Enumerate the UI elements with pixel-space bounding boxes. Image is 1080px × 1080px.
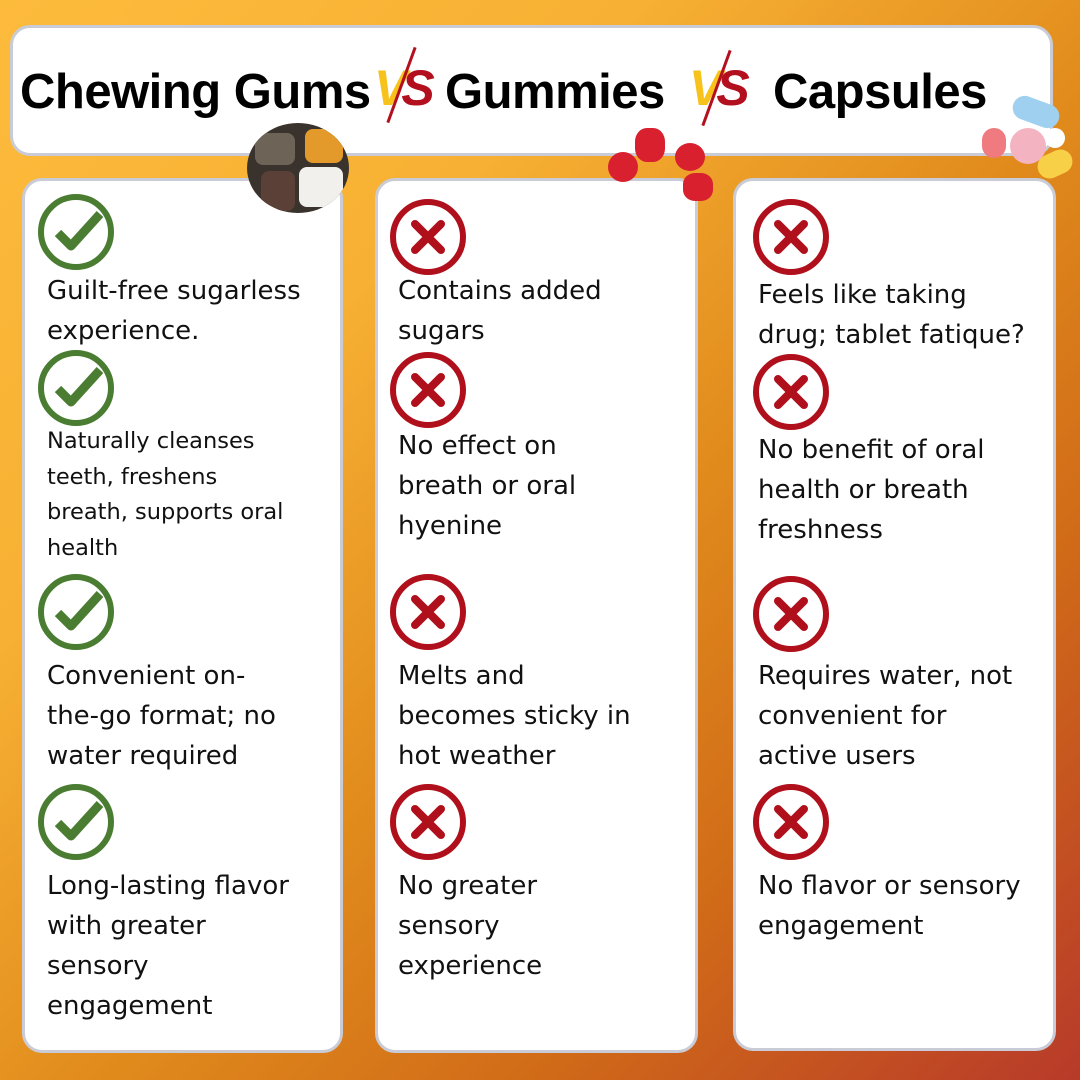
title-gummies: Gummies [445,65,665,119]
x-circle-icon [753,354,829,430]
comparison-point: Convenient on- the-go format; no water r… [47,661,276,771]
x-circle-icon [390,574,466,650]
title-capsules: Capsules [773,65,987,119]
comparison-point: Feels like taking drug; tablet fatique? [758,280,1025,350]
comparison-point: No effect on breath or oral hyenine [398,431,577,541]
comparison-point: No greater sensory experience [398,871,543,981]
chewing-gum-image [247,123,349,213]
comparison-point: Melts and becomes sticky in hot weather [398,661,631,771]
comparison-point: Requires water, not convenient for activ… [758,661,1013,771]
comparison-point: Contains added sugars [398,276,602,346]
x-circle-icon [753,576,829,652]
title-chewing-gums: Chewing Gums [20,65,371,119]
check-circle-icon [38,350,114,426]
comparison-point: Long-lasting flavor with greater sensory… [47,871,289,1021]
x-circle-icon [390,199,466,275]
check-circle-icon [38,574,114,650]
comparison-point: Naturally cleanses teeth, freshens breat… [47,428,284,561]
x-circle-icon [753,199,829,275]
comparison-point: No benefit of oral health or breath fres… [758,435,985,545]
check-circle-icon [38,784,114,860]
x-circle-icon [753,784,829,860]
comparison-point: No flavor or sensory engagement [758,871,1021,941]
check-circle-icon [38,194,114,270]
x-circle-icon [390,784,466,860]
header-panel [10,25,1053,156]
x-circle-icon [390,352,466,428]
comparison-point: Guilt-free sugarless experience. [47,276,301,346]
